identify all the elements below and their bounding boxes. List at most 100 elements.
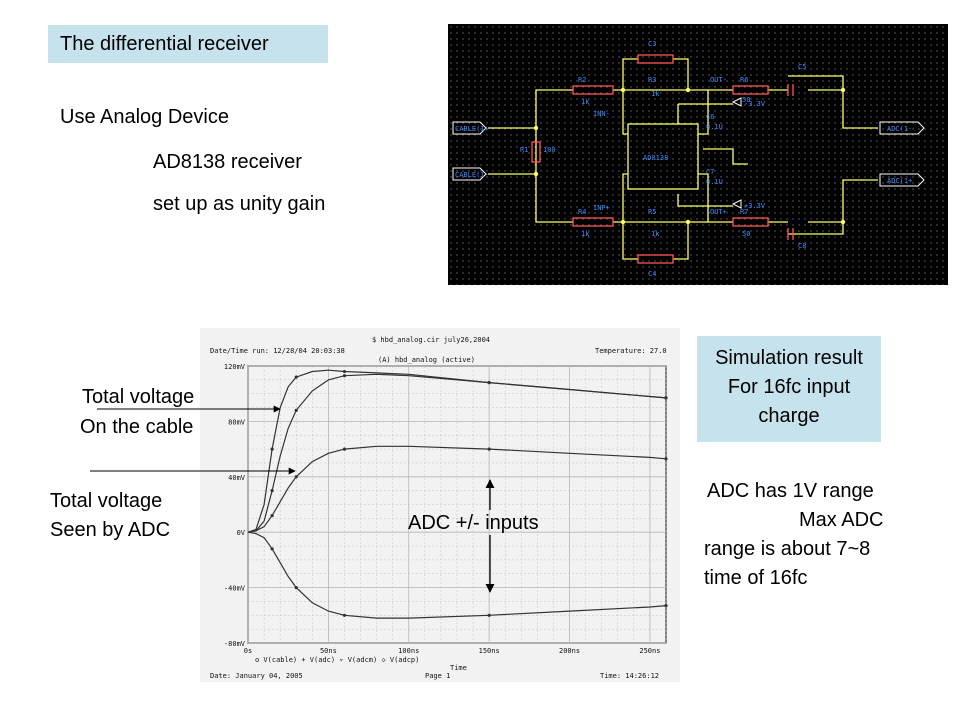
c5-label: C5 (798, 63, 806, 71)
r6-label: R6 (740, 76, 748, 84)
note-line-3: range is about 7~8 (704, 538, 871, 560)
x-tick-label: 0s (244, 647, 252, 655)
plot-date: Date: January 04, 2005 (210, 672, 303, 680)
y-tick-label: 80mV (228, 418, 246, 426)
series-point (270, 547, 274, 551)
series-point (270, 489, 274, 493)
series-point (487, 613, 491, 617)
y-tick-labels: 120mV 80mV 40mV 0V -40mV -80mV (224, 363, 246, 648)
r5-value: 1k (651, 230, 660, 238)
plot-paper (200, 328, 680, 682)
rail-neg-label: -3.3V (744, 100, 766, 108)
intro-line-1: Use Analog Device (60, 106, 229, 128)
series-point (294, 475, 298, 479)
net-inp: INP+ (593, 204, 610, 212)
x-tick-label: 100ns (398, 647, 419, 655)
adc-label-1: Total voltage (50, 490, 163, 512)
result-line-3: charge (758, 405, 820, 427)
series-point (487, 381, 491, 385)
r7-value: 50 (742, 230, 750, 238)
adc-label-2: Seen by ADC (50, 519, 171, 541)
net-inn: INN- (593, 110, 610, 118)
series-point (294, 586, 298, 590)
page-title: The differential receiver (60, 33, 269, 55)
schematic-wires (488, 58, 878, 260)
c7-value: 0.1U (706, 178, 723, 186)
plot-file: $ hbd_analog.cir july26,2004 (372, 336, 490, 344)
y-tick-label: -40mV (224, 585, 246, 593)
result-line-2: For 16fc input (727, 376, 851, 398)
title-banner: The differential receiver (48, 25, 328, 63)
port-adc-pos: ADC(1+ (887, 177, 912, 185)
y-tick-label: 120mV (224, 363, 246, 371)
plot-title: (A) hbd_analog (active) (378, 356, 475, 364)
series-point (664, 457, 668, 461)
series-point (294, 375, 298, 379)
r3-label: R3 (648, 76, 656, 84)
port-cable-neg: CABLE(1- (455, 171, 489, 179)
c3-label: C3 (648, 40, 656, 48)
x-tick-label: 250ns (639, 647, 660, 655)
c8-label: C8 (798, 242, 806, 250)
r4-label: R4 (578, 208, 586, 216)
net-outp: OUT+ (710, 208, 727, 216)
port-cable-pos: CABLE(1+ (455, 125, 489, 133)
note-line-4: time of 16fc (704, 567, 808, 589)
series-point (342, 613, 347, 617)
port-adc-neg: ADC(1- (887, 125, 912, 133)
r4-value: 1k (581, 230, 590, 238)
plot-time: Time: 14:26:12 (600, 672, 659, 680)
r5-label: R5 (648, 208, 656, 216)
series-point (342, 374, 347, 378)
c7-label: C7 (706, 168, 714, 176)
r3-value: 1k (651, 90, 660, 98)
series-point (664, 604, 668, 608)
intro-line-2: AD8138 receiver (153, 151, 302, 173)
result-box: Simulation result For 16fc input charge (697, 336, 881, 442)
series-point (270, 513, 274, 518)
result-line-1: Simulation result (715, 347, 863, 369)
series-point (342, 369, 347, 374)
c6-value: 0.1U (706, 123, 723, 131)
r2-label: R2 (578, 76, 586, 84)
c4-label: C4 (648, 270, 656, 278)
x-tick-label: 150ns (479, 647, 500, 655)
simulation-plot: $ hbd_analog.cir july26,2004 Date/Time r… (200, 328, 680, 682)
x-tick-labels: 0s 50ns 100ns 150ns 200ns 250ns (244, 647, 661, 655)
chip-label: AD8138 (643, 154, 668, 162)
r1-value: 100 (543, 146, 556, 154)
plot-temperature: Temperature: 27.0 (595, 347, 667, 355)
intro-line-3: set up as unity gain (153, 193, 326, 215)
r7-label: R7 (740, 208, 748, 216)
plot-xlabel: Time (450, 664, 467, 672)
r2-value: 1k (581, 98, 590, 106)
schematic-image: CABLE(1+ CABLE(1- ADC(1- ADC(1+ -3.3V +3… (448, 24, 948, 285)
plot-grid (247, 365, 667, 644)
y-tick-label: 40mV (228, 474, 246, 482)
note-line-2: Max ADC (799, 509, 884, 531)
adc-inputs-label: ADC +/- inputs (408, 512, 539, 534)
cable-label-2: On the cable (80, 416, 194, 438)
series-point (664, 396, 668, 400)
note-line-1: ADC has 1V range (707, 480, 874, 502)
plot-run-date: Date/Time run: 12/28/04 20:03:38 (210, 347, 345, 355)
c6-label: C6 (706, 113, 714, 121)
plot-page: Page 1 (425, 672, 450, 680)
series-line-vadcm (247, 531, 667, 619)
y-tick-label: 0V (237, 529, 246, 537)
cable-label-1: Total voltage (82, 386, 195, 408)
r6-value: 50 (742, 96, 750, 104)
series-point (342, 447, 347, 451)
x-tick-label: 200ns (559, 647, 580, 655)
x-tick-label: 50ns (320, 647, 337, 655)
plot-legend: o V(cable) + V(adc) ▿ V(adcm) ◇ V(adcp) (255, 656, 419, 664)
plot-traces (247, 369, 668, 619)
series-point (270, 447, 274, 451)
series-point (487, 447, 491, 451)
rail-pos-label: +3.3V (744, 202, 766, 210)
net-outn: OUT- (710, 76, 727, 84)
series-line-vadc (247, 373, 667, 533)
y-tick-label: -80mV (224, 640, 246, 648)
series-line-vadcp (247, 445, 667, 533)
series-point (294, 408, 298, 412)
